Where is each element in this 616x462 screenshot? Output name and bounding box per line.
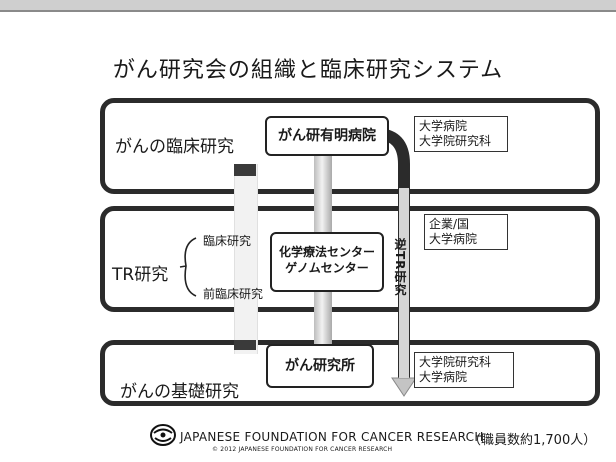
partner-mid-line2: 大学病院: [429, 232, 478, 246]
partner-box-top: 大学病院 大学院研究科: [414, 116, 508, 152]
band-label-tr: TR研究: [112, 265, 169, 285]
node-center-line2: ゲノムセンター: [285, 261, 369, 275]
partner-mid-line1: 企業/国: [429, 217, 470, 231]
node-center-line1: 化学療法センター: [278, 245, 375, 259]
brace-icon: [179, 237, 197, 297]
node-center: 化学療法センター ゲノムセンター: [270, 232, 384, 292]
connector-cap-bottom: [234, 340, 256, 350]
top-bar: [0, 0, 616, 12]
connector-cap-top: [234, 164, 256, 176]
node-institute: がん研究所: [266, 344, 374, 388]
partner-top-line1: 大学病院: [419, 119, 468, 133]
page-title: がん研究会の組織と臨床研究システム: [112, 58, 504, 83]
connector-column: [234, 164, 258, 354]
band-label-clinical: がんの臨床研究: [115, 137, 234, 157]
foundation-logo-icon: [150, 424, 176, 446]
staff-count: （職員数約1,700人）: [468, 433, 597, 448]
partner-top-line2: 大学院研究科: [419, 134, 492, 148]
partner-box-middle: 企業/国 大学病院: [424, 214, 508, 250]
band-clinical: [100, 98, 600, 194]
reverse-tr-label: 逆TR研究: [393, 238, 407, 297]
node-hospital: がん研有明病院: [265, 116, 389, 156]
band-label-basic: がんの基礎研究: [120, 382, 239, 402]
foundation-name: JAPANESE FOUNDATION FOR CANCER RESEARCH: [180, 430, 484, 444]
partner-box-bottom: 大学院研究科 大学病院: [414, 352, 514, 388]
sub-label-preclinical: 前臨床研究: [203, 287, 264, 301]
copyright: © 2012 JAPANESE FOUNDATION FOR CANCER RE…: [212, 446, 393, 453]
partner-bot-line2: 大学病院: [419, 370, 468, 384]
partner-bot-line1: 大学院研究科: [419, 355, 492, 369]
sub-label-clinical: 臨床研究: [203, 234, 252, 248]
